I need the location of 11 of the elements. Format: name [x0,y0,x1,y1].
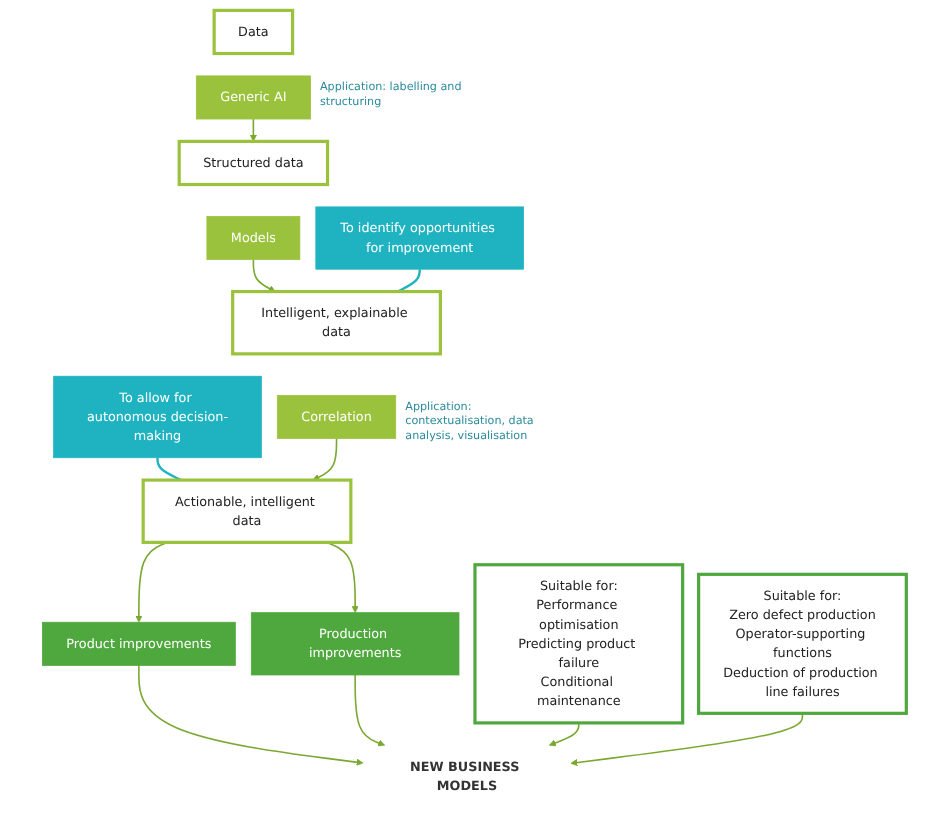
arrow [249,118,257,142]
arrow [325,541,359,613]
arrow [548,722,580,747]
connector [396,269,421,293]
arrow [312,437,337,481]
arrow [353,674,385,747]
arrow [570,712,803,766]
arrow [137,664,364,766]
arrow [252,258,276,292]
arrow [135,541,168,623]
connector [155,457,182,482]
